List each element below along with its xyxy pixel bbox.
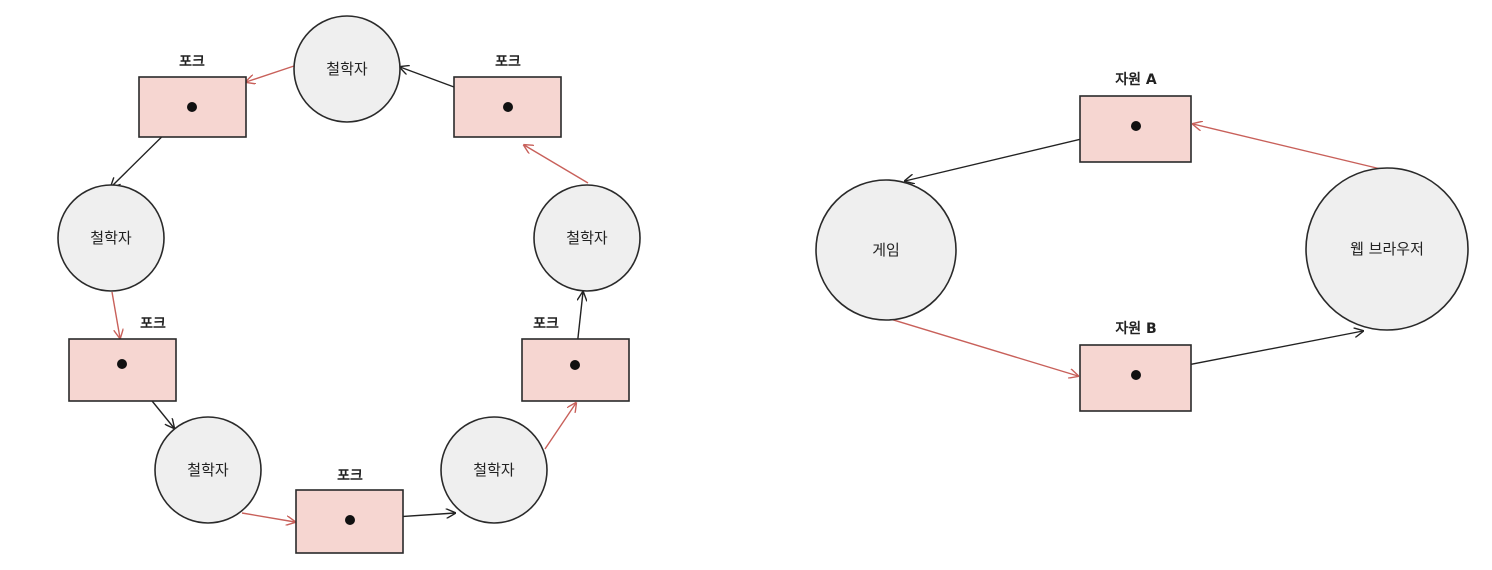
resource-a: 자원 A bbox=[1079, 72, 1192, 163]
fork-2: 포크 bbox=[453, 54, 562, 138]
request-arrow bbox=[111, 291, 120, 338]
fork-5: 포크 bbox=[295, 468, 404, 554]
resource-b: 자원 B bbox=[1079, 321, 1192, 412]
philosopher-2: 철학자 bbox=[57, 184, 165, 292]
process-web-browser-label: 웹 브라우저 bbox=[1350, 240, 1424, 258]
fork-label: 포크 bbox=[179, 54, 205, 70]
resource-b-label: 자원 B bbox=[1115, 321, 1156, 337]
request-arrow bbox=[544, 403, 576, 450]
process-game-label: 게임 bbox=[872, 241, 900, 259]
philosopher-label: 철학자 bbox=[187, 461, 229, 479]
request-arrow bbox=[886, 317, 1078, 376]
philosopher-5: 철학자 bbox=[440, 416, 548, 524]
philosopher-4: 철학자 bbox=[154, 416, 262, 524]
fork-1: 포크 bbox=[138, 54, 247, 138]
philosopher-label: 철학자 bbox=[90, 229, 132, 247]
request-arrow bbox=[524, 145, 589, 184]
fork-label: 포크 bbox=[495, 54, 521, 70]
resource-a-label: 자원 A bbox=[1115, 72, 1157, 88]
fork-4: 포크 bbox=[521, 316, 630, 402]
philosopher-3: 철학자 bbox=[533, 184, 641, 292]
request-arrow bbox=[246, 65, 295, 82]
request-arrow bbox=[241, 512, 295, 522]
fork-label: 포크 bbox=[140, 316, 166, 332]
resource-deadlock-diagram: 자원 A 자원 B 게임 웹 브라우저 bbox=[815, 72, 1469, 412]
philosopher-label: 철학자 bbox=[326, 60, 368, 78]
philosopher-label: 철학자 bbox=[473, 461, 515, 479]
fork-label: 포크 bbox=[337, 468, 363, 484]
process-web-browser: 웹 브라우저 bbox=[1305, 167, 1469, 331]
philosopher-label: 철학자 bbox=[566, 229, 608, 247]
dining-philosophers-diagram: 포크 포크 포크 포크 포크 철학자 철학자 bbox=[57, 15, 641, 554]
philosopher-1: 철학자 bbox=[293, 15, 401, 123]
process-game: 게임 bbox=[815, 179, 957, 321]
fork-label: 포크 bbox=[533, 316, 559, 332]
fork-3: 포크 bbox=[68, 316, 177, 402]
request-arrow bbox=[1193, 124, 1386, 171]
